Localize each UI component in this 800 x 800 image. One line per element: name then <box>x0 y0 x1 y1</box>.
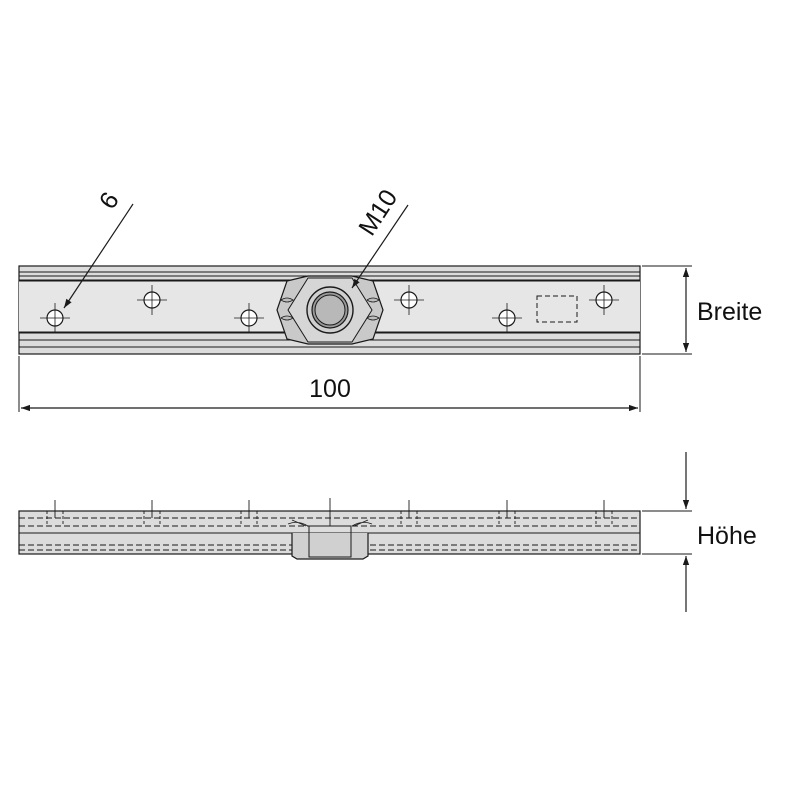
thread-label: M10 <box>353 185 403 241</box>
hole-4 <box>394 285 424 315</box>
side-view: Höhe <box>18 452 757 612</box>
hole-3 <box>234 303 264 333</box>
height-label: Höhe <box>697 522 757 550</box>
width-label: Breite <box>697 298 762 326</box>
side-nut <box>287 498 373 560</box>
length-label: 100 <box>309 375 351 403</box>
hole-leader-line <box>63 203 134 309</box>
hole-6 <box>589 285 619 315</box>
hole-1 <box>40 303 70 333</box>
hole-5 <box>492 303 522 333</box>
hole-diameter-label: 6 <box>94 187 125 214</box>
hidden-slot <box>536 295 578 323</box>
side-hole-marks <box>46 500 613 526</box>
top-view: 6 M10 Breite 100 <box>18 185 762 412</box>
thread-leader-line <box>351 204 409 289</box>
hole-2 <box>137 285 167 315</box>
hex-nut-icon <box>276 275 384 345</box>
